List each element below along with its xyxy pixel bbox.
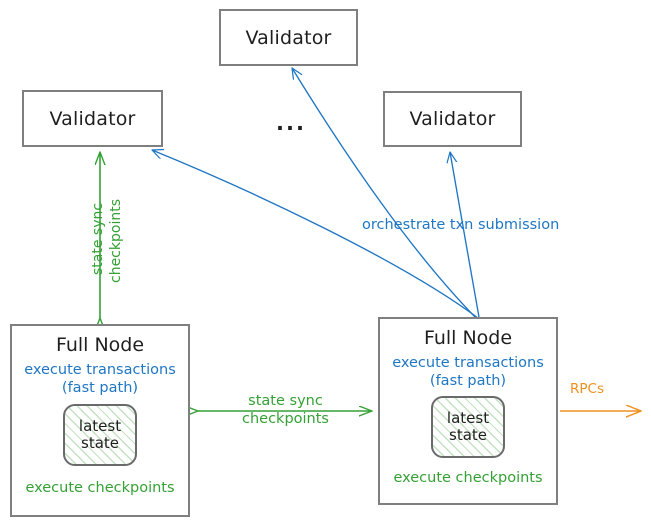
full-node-right-fast-path: (fast path) <box>429 373 507 390</box>
full-node-right-execute-checkpoints: execute checkpoints <box>393 470 543 487</box>
latest-state-box-right: latest state <box>431 396 505 459</box>
validators-ellipsis: ... <box>276 111 306 135</box>
validator-left-label: Validator <box>49 107 136 130</box>
validator-box-right[interactable]: Validator <box>383 91 522 147</box>
full-node-box-right[interactable]: Full Node execute transactions (fast pat… <box>378 317 558 505</box>
full-node-left-title: Full Node <box>55 334 145 356</box>
full-node-right-blue-text: execute transactions (fast path) <box>392 354 544 390</box>
latest-state-left-line1: latest <box>78 416 122 435</box>
edge-label-validator-state-sync: state sync <box>90 202 106 275</box>
latest-state-box-left: latest state <box>63 404 137 467</box>
latest-state-right-line1: latest <box>446 408 490 427</box>
full-node-left-execute-checkpoints: execute checkpoints <box>25 480 175 497</box>
full-node-right-title: Full Node <box>423 327 513 349</box>
edge-label-node-checkpoints-line2: checkpoints <box>242 410 329 427</box>
edge-label-node-state-sync-line1: state sync <box>248 393 323 409</box>
validator-box-left[interactable]: Validator <box>22 90 163 147</box>
latest-state-left-line2: state <box>81 434 119 453</box>
latest-state-right-line2: state <box>449 426 487 445</box>
validator-box-top[interactable]: Validator <box>219 9 358 66</box>
edge-label-orchestrate: orchestrate txn submission <box>362 217 560 233</box>
full-node-right-exec-transactions: execute transactions <box>392 355 544 371</box>
edge-label-validator-checkpoints: checkpoints <box>108 199 124 283</box>
edge-label-node-state-sync: state sync checkpoints <box>228 393 343 428</box>
full-node-box-left[interactable]: Full Node execute transactions (fast pat… <box>10 324 190 517</box>
validator-right-label: Validator <box>409 108 496 130</box>
edge-label-rpcs: RPCs <box>570 381 604 397</box>
full-node-left-exec-transactions: execute transactions <box>24 362 176 378</box>
validator-top-label: Validator <box>245 26 332 49</box>
full-node-left-blue-text: execute transactions (fast path) <box>24 361 176 397</box>
full-node-left-fast-path: (fast path) <box>61 380 139 397</box>
